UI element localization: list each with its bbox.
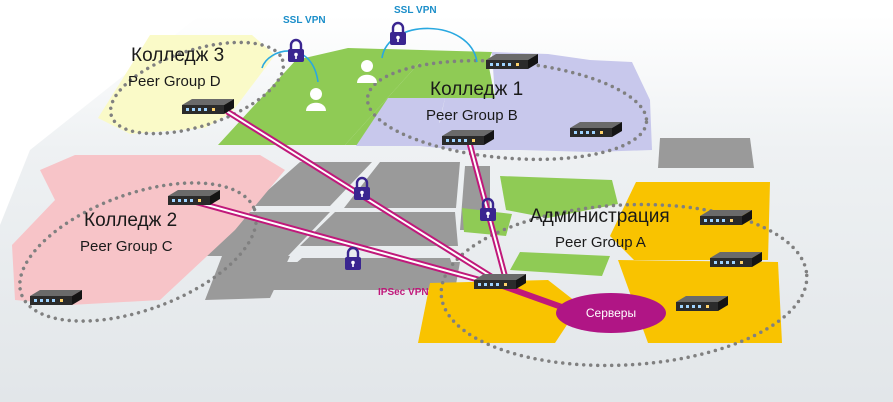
router-icon bbox=[30, 290, 82, 305]
router-icon bbox=[182, 99, 234, 114]
router-icon bbox=[710, 252, 762, 267]
zone-green bbox=[218, 48, 618, 276]
router-icon bbox=[570, 122, 622, 137]
admin-title: Администрация bbox=[530, 206, 670, 227]
college3-title: Колледж 3 bbox=[131, 45, 225, 66]
router-icon bbox=[486, 54, 538, 69]
gray-blocks bbox=[200, 138, 754, 300]
college1-title: Колледж 1 bbox=[430, 79, 524, 100]
college2-group: Peer Group C bbox=[80, 238, 173, 255]
router-icon bbox=[442, 130, 494, 145]
admin-group: Peer Group A bbox=[555, 234, 646, 251]
router-icon bbox=[474, 274, 526, 289]
ipsec-vpn-label: IPSec VPN bbox=[378, 287, 429, 298]
college3-group: Peer Group D bbox=[128, 73, 221, 90]
college2-title: Колледж 2 bbox=[84, 210, 178, 231]
ssl-vpn-label-right: SSL VPN bbox=[394, 5, 437, 16]
college1-group: Peer Group B bbox=[426, 107, 518, 124]
router-icon bbox=[700, 210, 752, 225]
ssl-vpn-label-left: SSL VPN bbox=[283, 15, 326, 26]
router-icon bbox=[168, 190, 220, 205]
servers-node: Серверы bbox=[556, 293, 666, 333]
router-icon bbox=[676, 296, 728, 311]
